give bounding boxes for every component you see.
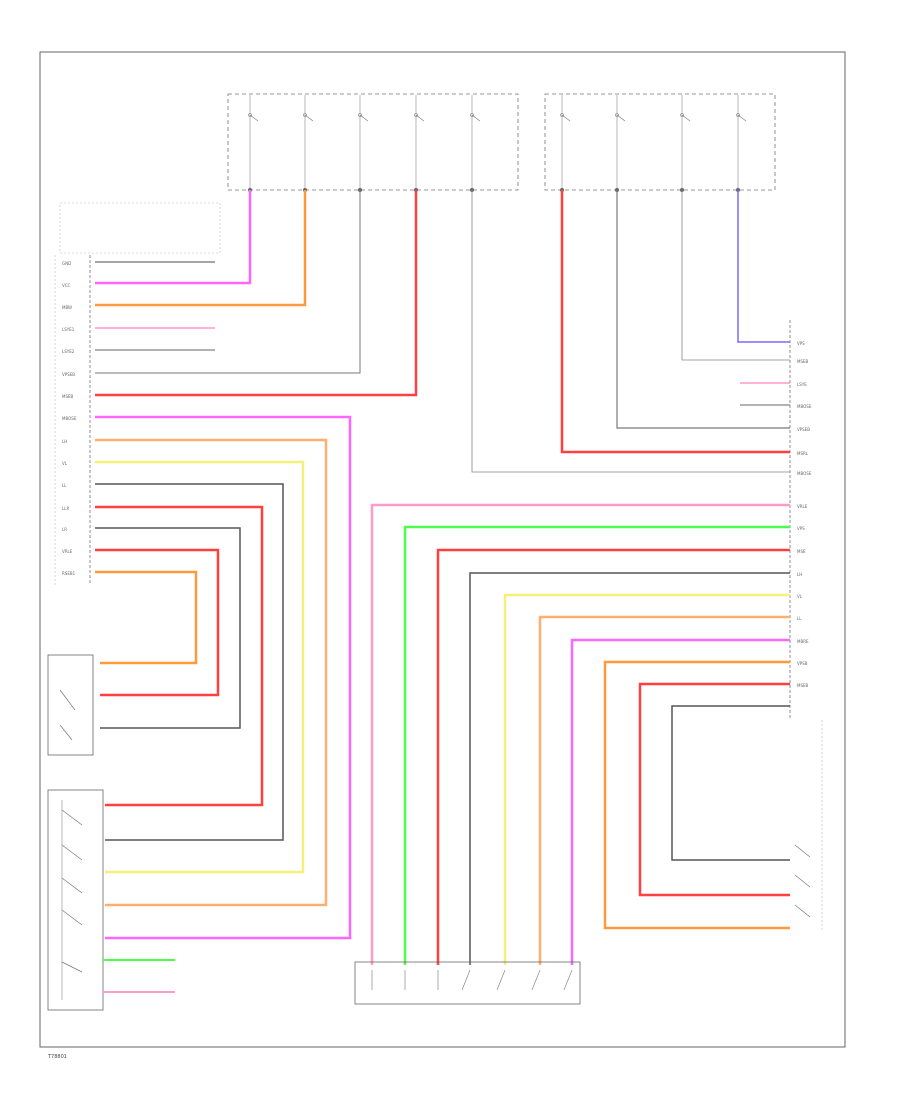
left-label-6: VPSEB [62,372,75,377]
right-label-12: VL [797,594,803,599]
left-label-5: LSYE2 [62,349,75,354]
left-label-13: LR [62,527,67,532]
left-label-7: MSEB [62,394,74,399]
left-control-unit [54,255,91,585]
right-label-11: LH [797,572,802,577]
right-unit-stubs [740,382,790,406]
left-switch-box [47,654,94,756]
wires-left-unit-lower [95,415,352,940]
left-label-8: MBOSE [62,416,77,421]
left-seat-switch [47,789,104,1011]
right-label-10: MSE [797,549,806,554]
right-label-13: LL [797,616,802,621]
right-label-14: MBRE [797,639,809,644]
left-label-2: VCC [62,283,71,288]
left-label-3: MBW [62,305,72,310]
left-unit-stubs [95,261,215,351]
right-label-16: MSEB [797,683,809,688]
right-label-15: VPSB [797,661,808,666]
right-label-6: MSRL [797,451,809,456]
wires-right-unit-lower [370,503,790,965]
wires-top-to-right [471,190,790,473]
left-label-12: LLR [62,506,69,511]
right-label-1: VPS [797,341,805,346]
right-label-3: LSYE [797,382,807,387]
left-label-10: VL [62,461,68,466]
right-label-9: VPS [797,526,805,531]
figure-id: T78801 [47,1054,67,1060]
top-left-module [227,93,519,192]
wires-right-to-switch [603,660,790,930]
right-label-4: MBOSE [797,404,812,409]
right-label-5: VPSEB [797,427,810,432]
right-seat-switch [794,720,823,930]
bottom-connector [354,961,581,1005]
wires-bottom-left-short [103,959,175,993]
right-label-7: MBOSE [797,471,812,476]
right-pin-labels: VPS MSEB LSYE MBOSE VPSEB MSRL MBOSE VRL… [797,341,812,688]
left-label-9: LH [62,439,67,444]
right-label-8: VRLE [797,504,808,509]
right-label-2: MSEB [797,359,809,364]
left-label-4: LSYE1 [62,327,75,332]
left-pin-labels: GND VCC MBW LSYE1 LSYE2 VPSEB MSEB MBOSE… [62,261,77,576]
left-label-11: LL [62,483,67,488]
left-label-1: GND [62,261,71,266]
top-right-module [544,93,776,192]
diagram-frame [39,51,846,1048]
left-label-14: VRLE [62,549,73,554]
left-label-15: RSEB1 [62,571,76,576]
legend-box [59,202,221,254]
wires-top-to-left [95,190,418,397]
